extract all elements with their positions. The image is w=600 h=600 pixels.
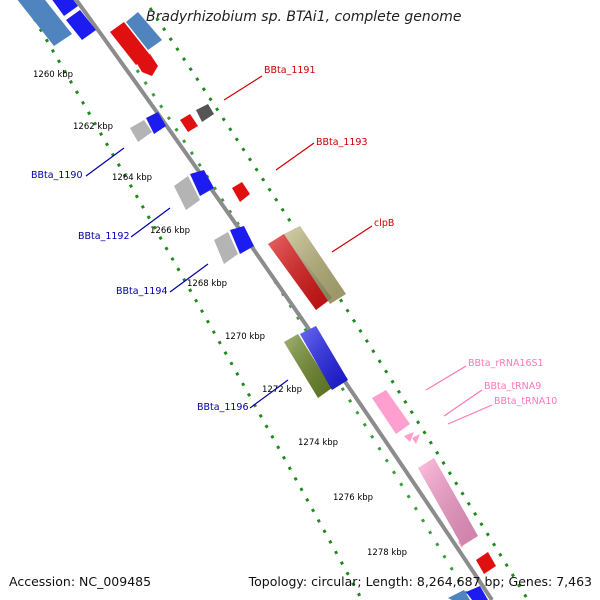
gene-label-trna9[interactable]: BBta_tRNA9 bbox=[484, 381, 541, 392]
forward-track bbox=[148, 7, 530, 600]
gene-arrow bbox=[136, 54, 158, 76]
gene-arrow bbox=[126, 12, 162, 50]
leader-lines bbox=[85, 75, 493, 425]
gene-label-trna10[interactable]: BBta_tRNA10 bbox=[494, 396, 557, 407]
accession-text: Accession: NC_009485 bbox=[9, 574, 152, 589]
gene-label-bbta-1190[interactable]: BBta_1190 bbox=[31, 170, 83, 181]
tick-label-1264: 1264 kbp bbox=[112, 173, 152, 183]
gene-arrow bbox=[230, 226, 254, 254]
gene-arrow bbox=[214, 232, 238, 264]
tick-label-1272: 1272 kbp bbox=[262, 385, 302, 395]
gene-label-clpb[interactable]: clpB bbox=[374, 218, 394, 229]
gene-features bbox=[17, 0, 496, 600]
gene-arrow bbox=[110, 22, 150, 65]
reverse-track bbox=[26, 7, 364, 600]
gene-label-bbta-1192[interactable]: BBta_1192 bbox=[78, 231, 130, 242]
gene-label-rrna16s1[interactable]: BBta_rRNA16S1 bbox=[468, 358, 544, 369]
tick-label-1268: 1268 kbp bbox=[187, 279, 227, 289]
gene-arrow bbox=[17, 0, 72, 46]
genome-title: Bradyrhizobium sp. BTAi1, complete genom… bbox=[146, 9, 462, 25]
gene-arrow bbox=[404, 432, 414, 442]
gene-arrow bbox=[130, 120, 152, 142]
gene-arrow bbox=[412, 434, 420, 444]
gene-arrow bbox=[66, 10, 96, 40]
gene-arrow bbox=[52, 0, 78, 16]
tick-label-1274: 1274 kbp bbox=[298, 438, 338, 448]
genome-summary-text: Topology: circular; Length: 8,264,687 bp… bbox=[248, 574, 592, 589]
gene-arrow bbox=[146, 112, 166, 134]
gene-arrow bbox=[448, 590, 470, 600]
gene-label-bbta-1196[interactable]: BBta_1196 bbox=[197, 402, 249, 413]
gene-arrow bbox=[372, 390, 410, 434]
gene-arrow bbox=[174, 176, 200, 210]
gene-shading bbox=[268, 226, 478, 546]
gene-arrow bbox=[476, 552, 496, 574]
tick-label-1278: 1278 kbp bbox=[367, 548, 407, 558]
inner-track bbox=[135, 69, 472, 600]
tick-label-1262: 1262 kbp bbox=[73, 122, 113, 132]
gene-label-bbta-1193[interactable]: BBta_1193 bbox=[316, 137, 368, 148]
tick-label-1260: 1260 kbp bbox=[33, 70, 73, 80]
gene-arrow bbox=[180, 114, 198, 132]
gene-arrow bbox=[190, 170, 214, 196]
gene-label-bbta-1191[interactable]: BBta_1191 bbox=[264, 65, 316, 76]
genome-backbone bbox=[73, 0, 494, 600]
tick-label-1266: 1266 kbp bbox=[150, 226, 190, 236]
gene-arrow bbox=[196, 104, 214, 122]
tick-label-1276: 1276 kbp bbox=[333, 493, 373, 503]
gene-label-bbta-1194[interactable]: BBta_1194 bbox=[116, 286, 168, 297]
gene-arrow bbox=[466, 586, 488, 600]
gene-arrow bbox=[232, 182, 250, 202]
tick-label-1270: 1270 kbp bbox=[225, 332, 265, 342]
